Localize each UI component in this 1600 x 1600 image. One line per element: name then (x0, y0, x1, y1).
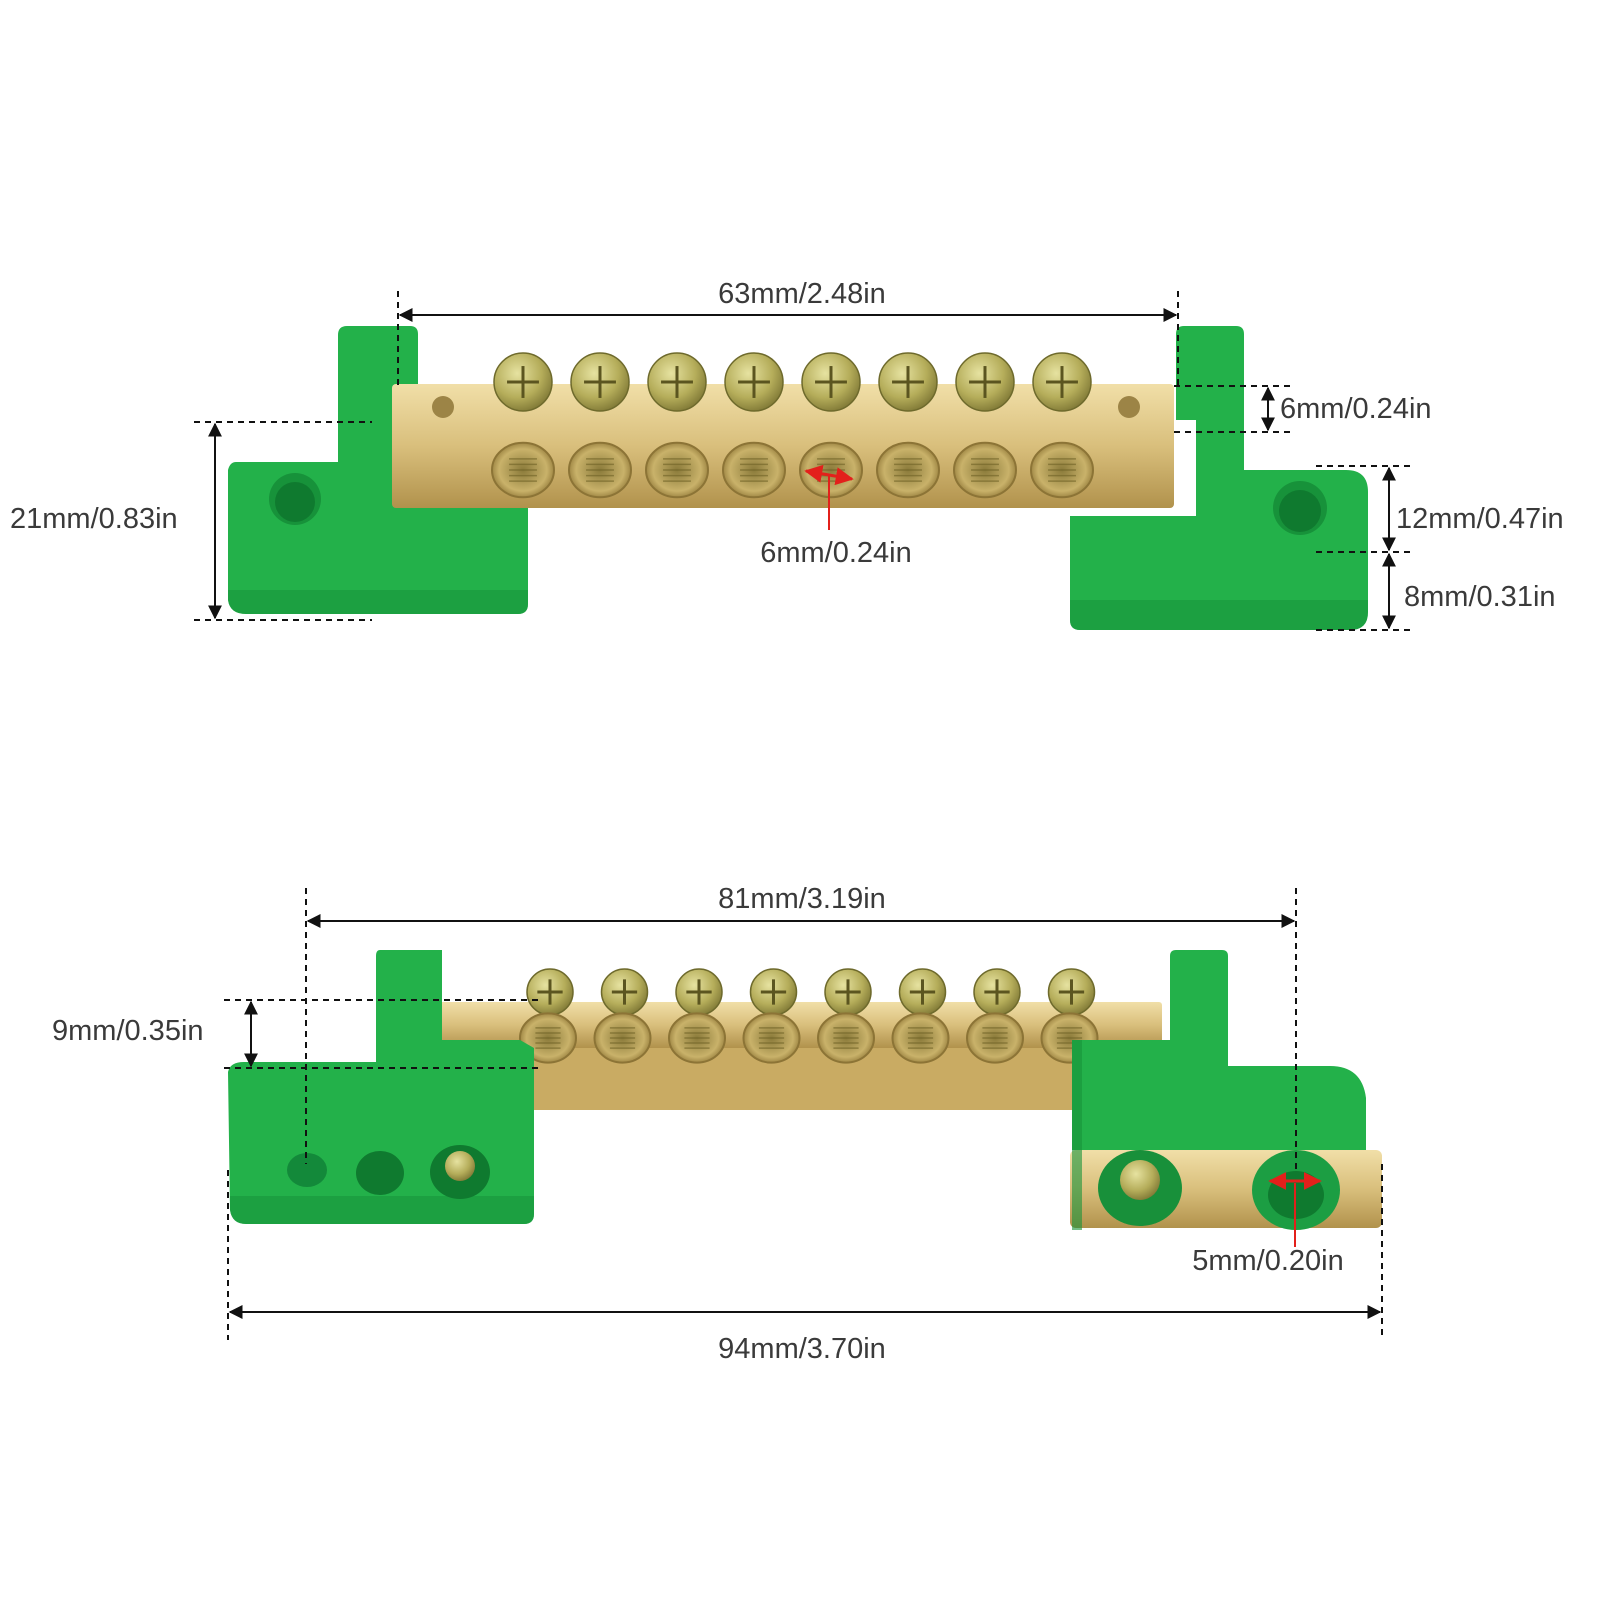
dimension-label-9mm: 9mm/0.35in (52, 1015, 204, 1047)
terminal-hole (966, 1012, 1024, 1064)
top-left-insulator (228, 326, 528, 614)
terminal-hole (876, 441, 940, 499)
dimension-label-bar-height: 6mm/0.24in (1280, 393, 1432, 425)
screw (955, 352, 1015, 412)
top-right-insulator (1070, 326, 1368, 630)
dimension-label-hole-diameter: 6mm/0.24in (760, 537, 912, 569)
terminal-hole (593, 1012, 652, 1064)
dimension-label-94mm: 94mm/3.70in (718, 1333, 886, 1365)
terminal-hole (491, 441, 555, 499)
bottom-screw-row (526, 968, 1096, 1016)
terminal-hole (891, 1012, 950, 1064)
dimension-label-81mm: 81mm/3.19in (718, 883, 886, 915)
screw (1032, 352, 1092, 412)
top-dimension-lines (194, 291, 1410, 631)
terminal-hole (953, 441, 1017, 499)
bottom-left-insulator (228, 950, 534, 1224)
screw (600, 968, 649, 1016)
bottom-dimension-lines (224, 888, 1383, 1340)
top-busbar-view: 63mm/2.48in 6mm/0.24in 21mm/0.83in 6mm/0… (10, 278, 1564, 631)
dimension-label-8mm: 8mm/0.31in (1404, 581, 1556, 613)
terminal-hole (645, 441, 709, 499)
screw (824, 968, 872, 1016)
terminal-hole (668, 1012, 726, 1064)
dimension-label-5mm: 5mm/0.20in (1192, 1245, 1344, 1277)
screw (801, 352, 861, 412)
screw (675, 968, 723, 1016)
dimension-label-21mm: 21mm/0.83in (10, 503, 178, 535)
screw (493, 352, 553, 412)
terminal-hole (568, 441, 632, 499)
terminal-hole (742, 1012, 801, 1064)
screw (878, 352, 938, 412)
bottom-busbar-view: 81mm/3.19in 9mm/0.35in 5mm/0.20in 94mm/3… (52, 883, 1383, 1365)
screw (1047, 968, 1096, 1016)
screw (570, 352, 630, 412)
terminal-hole (1030, 441, 1094, 499)
screw (749, 968, 798, 1016)
terminal-hole (799, 441, 863, 499)
dimension-label-12mm: 12mm/0.47in (1396, 503, 1564, 535)
bottom-right-insulator (1070, 950, 1382, 1230)
screw (973, 968, 1021, 1016)
dimension-label-63mm: 63mm/2.48in (718, 278, 886, 310)
screw (647, 352, 707, 412)
screw (724, 352, 784, 412)
screw (526, 968, 574, 1016)
terminal-hole (817, 1012, 875, 1064)
screw (898, 968, 947, 1016)
top-hole-row (491, 441, 1094, 499)
terminal-hole (722, 441, 786, 499)
top-screw-row (493, 352, 1092, 412)
